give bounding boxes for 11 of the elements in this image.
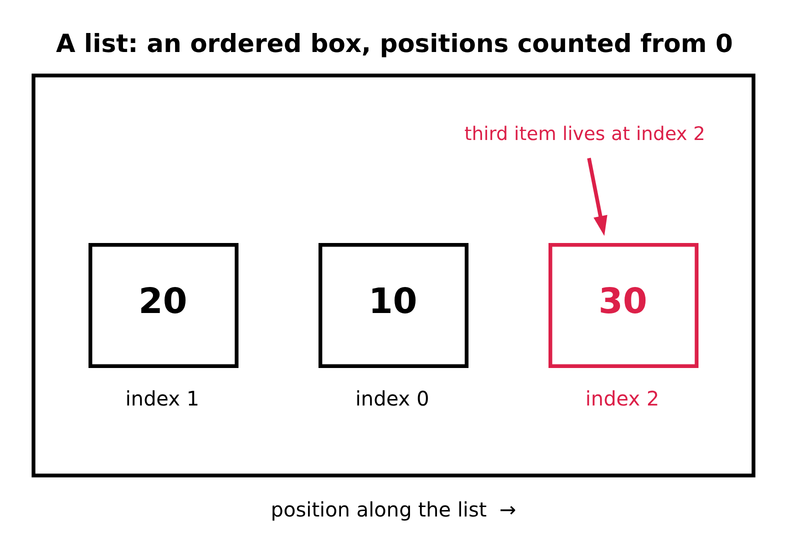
cluster: [32, 73, 756, 477]
node-label: index 1: [125, 386, 200, 410]
caption: position along the list →: [270, 497, 516, 521]
node-label: index 0: [355, 386, 430, 410]
diagram-title: A list: an ordered box, positions counted from 0: [56, 28, 733, 58]
node-label: index 2: [585, 386, 660, 410]
node-box: 20: [88, 242, 238, 368]
node-text: third item lives at index 2: [464, 123, 706, 144]
arrow: [587, 157, 608, 236]
node-box: 10: [318, 242, 468, 368]
node-box: 30: [548, 242, 698, 368]
